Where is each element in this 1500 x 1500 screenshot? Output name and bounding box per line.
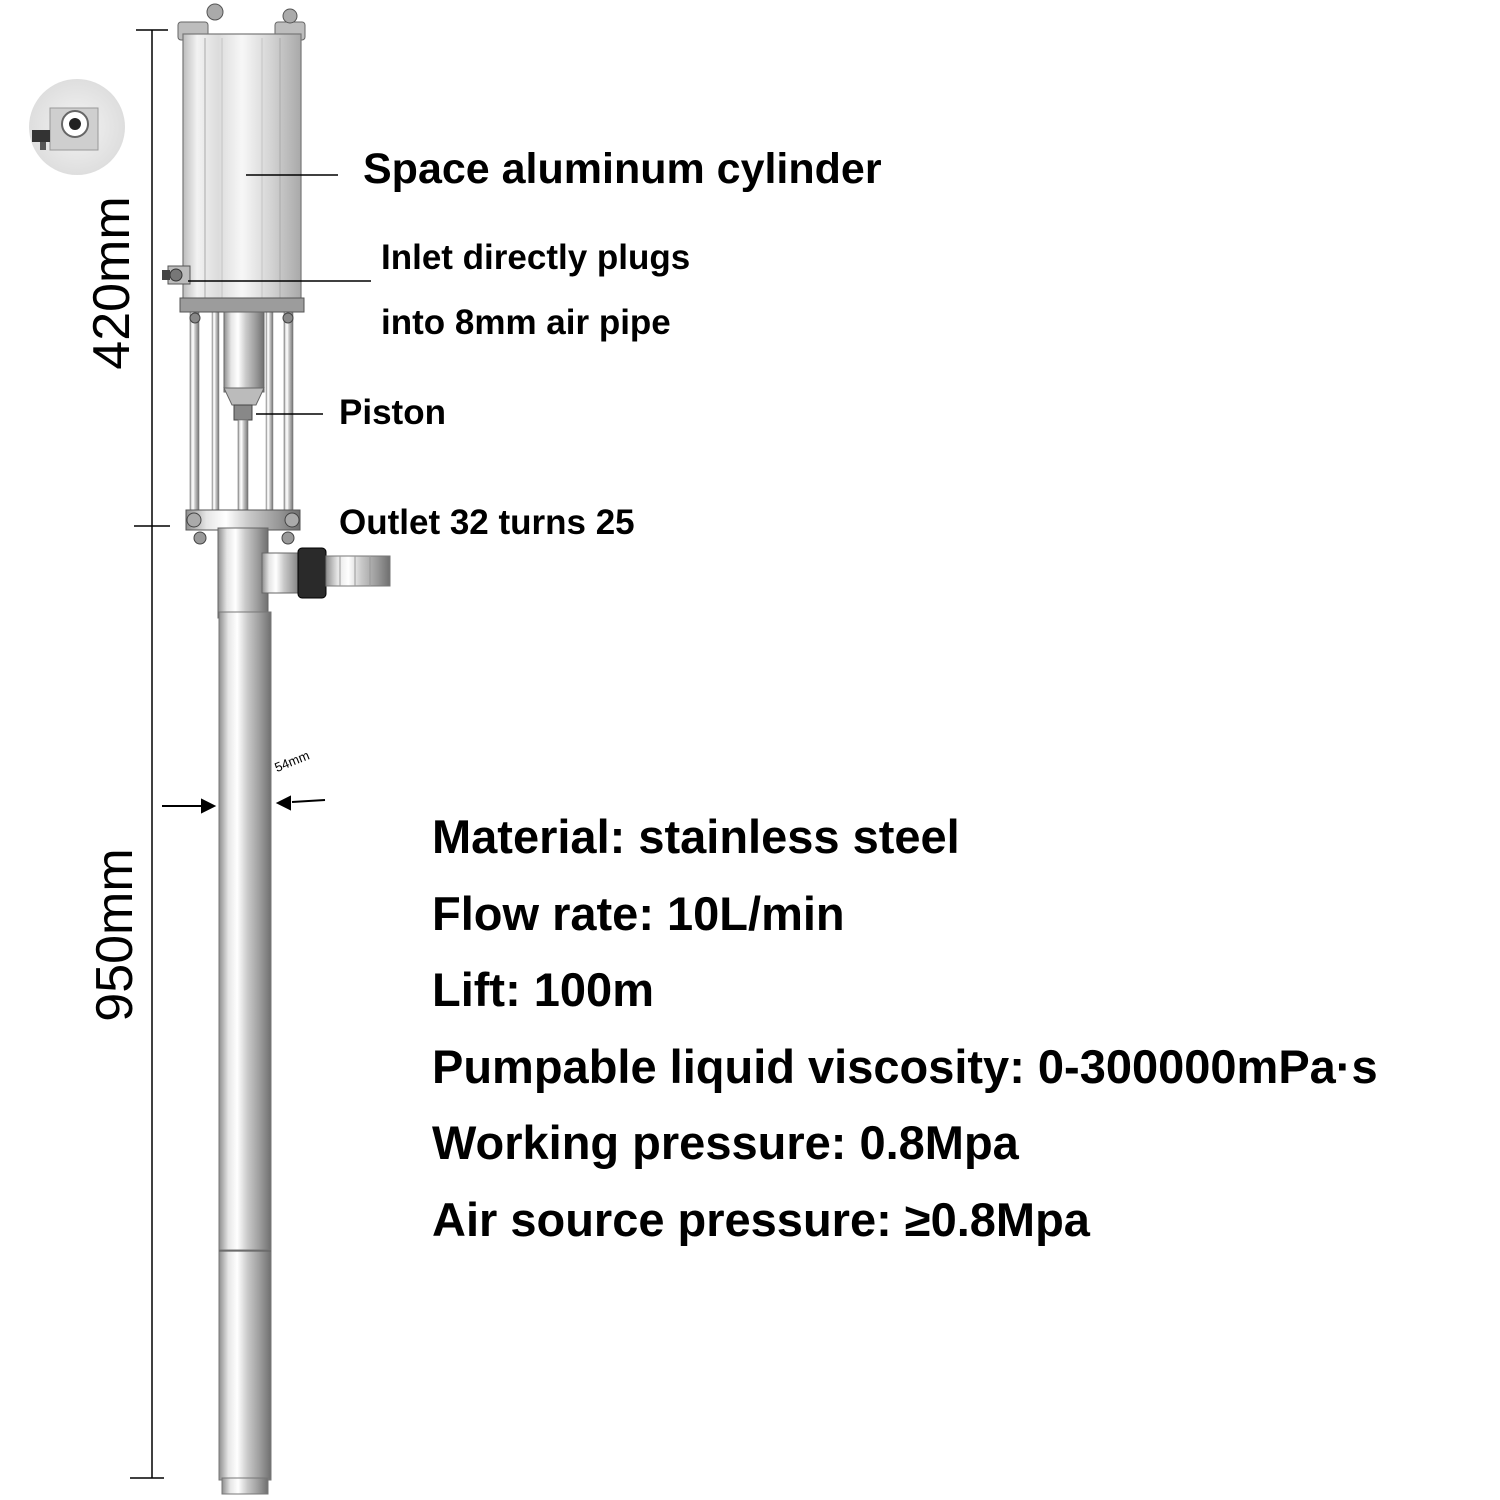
spec-flow-rate: Flow rate: 10L/min	[432, 886, 845, 940]
outlet-nozzle	[261, 547, 391, 599]
piston-assembly	[223, 311, 265, 519]
outlet-flange	[185, 509, 301, 619]
air-inlet-fitting	[162, 265, 191, 285]
cylinder-label: Space aluminum cylinder	[363, 145, 882, 193]
diameter-arrows	[162, 795, 326, 814]
aluminum-cylinder	[177, 3, 306, 324]
inlet-detail-inset	[29, 79, 125, 175]
piston-label: Piston	[339, 393, 446, 432]
spec-lift: Lift: 100m	[432, 963, 654, 1016]
stainless-tube	[218, 611, 272, 1495]
inlet-label-line2: into 8mm air pipe	[381, 303, 671, 342]
upper-length-dimension: 420mm	[83, 196, 141, 370]
dimension-line	[130, 29, 170, 1479]
lower-length-dimension: 950mm	[86, 848, 144, 1022]
spec-working-pressure: Working pressure: 0.8Mpa	[432, 1116, 1019, 1169]
spec-viscosity: Pumpable liquid viscosity: 0-300000mPa·s	[432, 1039, 1378, 1093]
leader-lines	[188, 174, 371, 415]
spec-list: Material: stainless steel Flow rate: 10L…	[432, 812, 1378, 1271]
spec-material: Material: stainless steel	[432, 810, 960, 863]
spec-air-source-pressure: Air source pressure: ≥0.8Mpa	[432, 1192, 1090, 1246]
outlet-label: Outlet 32 turns 25	[339, 503, 635, 542]
inlet-label-line1: Inlet directly plugs	[381, 238, 691, 277]
